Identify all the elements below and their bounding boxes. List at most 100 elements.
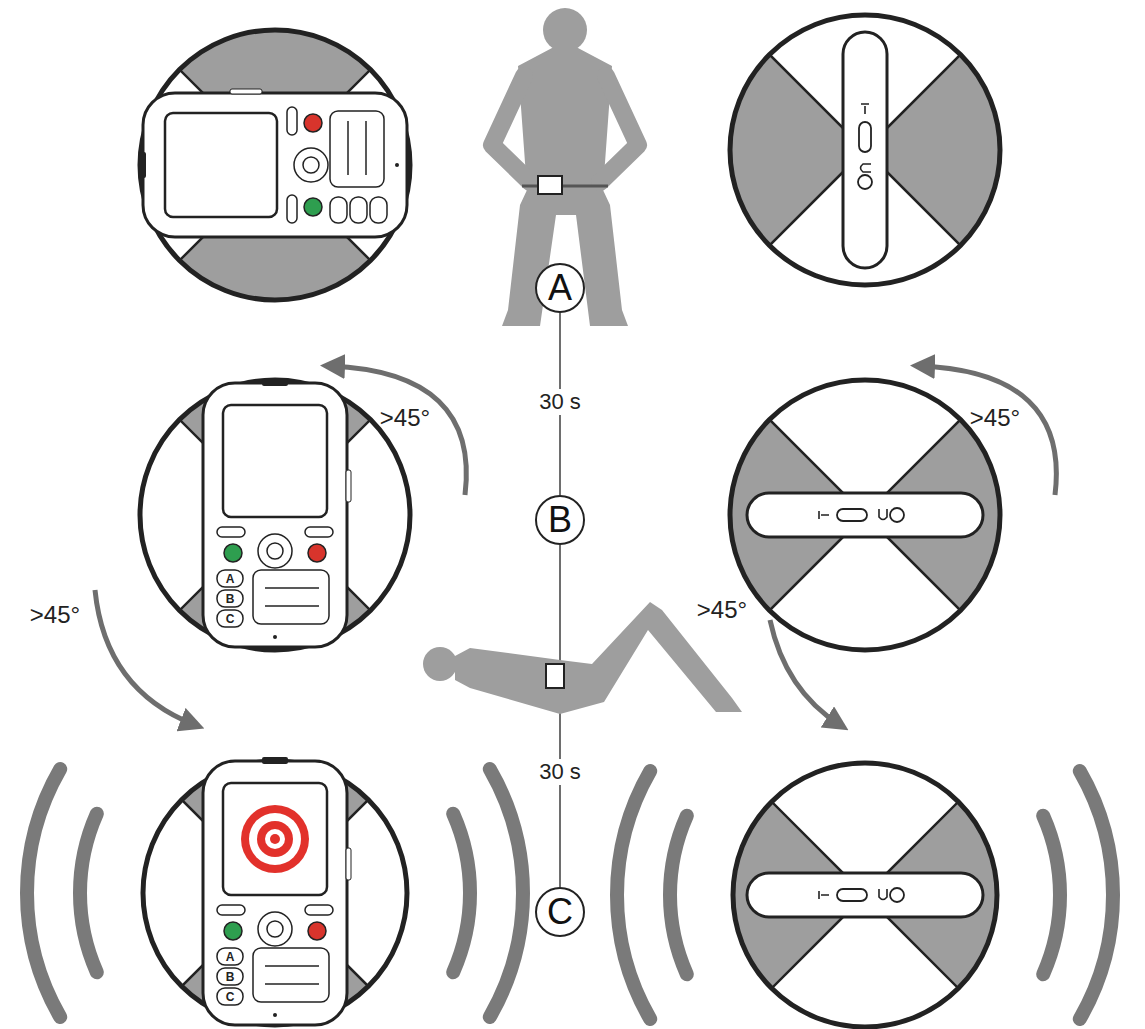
time-interval: 30 s	[535, 759, 585, 785]
belt	[522, 185, 608, 188]
worn-device	[546, 664, 564, 688]
port-symbol	[819, 891, 829, 899]
function-key	[217, 570, 243, 587]
soft-key	[217, 905, 245, 915]
side-button	[346, 848, 351, 880]
person-arm	[492, 76, 638, 182]
soft-key	[305, 527, 333, 537]
handset-body	[203, 383, 347, 647]
handset-side	[747, 493, 983, 537]
side-button	[230, 89, 262, 94]
dial-rim	[140, 30, 410, 300]
tilt-arrow	[920, 366, 1056, 495]
sound-wave	[1080, 771, 1113, 1019]
nav-key	[258, 912, 292, 946]
alarm-target	[265, 829, 285, 849]
port-symbol	[819, 511, 829, 519]
end-key	[308, 922, 326, 940]
sound-wave	[670, 816, 687, 975]
end-key	[304, 114, 322, 132]
orientation-dial	[140, 380, 410, 650]
dial-rim	[730, 15, 1000, 285]
microphone	[273, 1013, 277, 1017]
step-letter: B	[548, 502, 572, 538]
person-head	[543, 8, 587, 52]
jack-port	[858, 175, 872, 189]
soft-key	[287, 107, 297, 135]
earpiece	[262, 757, 288, 764]
call-key	[224, 544, 242, 562]
tilt-arrow	[330, 366, 466, 495]
step-circle: C	[535, 887, 585, 937]
tilt-angle: >45°	[30, 603, 80, 627]
time-interval: 30 s	[535, 389, 585, 415]
nav-key	[294, 148, 328, 182]
tilt-arrow	[770, 620, 840, 725]
orientation-dial	[730, 15, 1000, 285]
tilt-arrow	[95, 590, 195, 725]
sound-wave	[490, 769, 523, 1017]
usb-port	[837, 509, 867, 521]
handset-edge	[747, 493, 983, 537]
dial-face	[733, 763, 997, 1027]
function-key	[350, 197, 367, 223]
handset-body	[203, 761, 347, 1025]
jack-port	[890, 508, 904, 522]
tilt-angle: >45°	[697, 598, 747, 622]
alarm-target	[241, 805, 309, 873]
key-letter: A	[226, 573, 235, 585]
speaker-panel	[330, 111, 384, 187]
key-letter: B	[226, 971, 235, 983]
side-button	[346, 470, 351, 502]
function-key	[217, 988, 243, 1005]
timeline-line	[559, 545, 561, 887]
earpiece	[139, 152, 146, 178]
dial-face	[730, 15, 1000, 285]
handset-edge	[747, 873, 983, 917]
nav-center	[267, 921, 283, 937]
key-letter: B	[226, 593, 235, 605]
key-letter: C	[226, 991, 235, 1003]
orientation-dial	[140, 30, 410, 300]
dial-face	[140, 380, 410, 650]
usb-port	[859, 122, 871, 152]
key-letter: A	[226, 951, 235, 963]
screen	[223, 783, 327, 895]
handset-edge	[843, 32, 887, 268]
speaker-line	[265, 965, 319, 967]
dial-rim	[143, 761, 407, 1025]
port-symbol	[879, 889, 887, 900]
call-key	[224, 922, 242, 940]
dial-rim	[730, 380, 1000, 650]
dial-face	[730, 380, 1000, 650]
alarm-target	[257, 821, 293, 857]
sound-wave	[617, 771, 650, 1019]
end-key	[308, 544, 326, 562]
orientation-dial	[733, 763, 997, 1027]
alarm-sound-waves	[27, 769, 523, 1017]
handset-side	[747, 873, 983, 917]
sound-wave	[1043, 816, 1060, 975]
handset-front	[203, 379, 351, 647]
standing-person	[492, 8, 638, 326]
speaker-line	[265, 587, 319, 589]
screen	[165, 113, 277, 217]
nav-center	[267, 543, 283, 559]
dial-rim	[733, 763, 997, 1027]
lying-person	[423, 602, 742, 714]
tilt-angle: >45°	[970, 406, 1020, 430]
sound-wave	[27, 769, 60, 1017]
speaker-line	[265, 605, 319, 607]
speaker-line	[265, 983, 319, 985]
sound-wave	[80, 814, 97, 973]
orientation-dial	[730, 380, 1000, 650]
function-key	[330, 197, 347, 223]
alarm-target	[270, 834, 280, 844]
handset-side	[843, 32, 887, 268]
sound-wave	[453, 814, 470, 973]
key-letter: C	[226, 613, 235, 625]
dial-rim	[140, 380, 410, 650]
dial-face	[140, 30, 410, 300]
jack-port	[890, 888, 904, 902]
